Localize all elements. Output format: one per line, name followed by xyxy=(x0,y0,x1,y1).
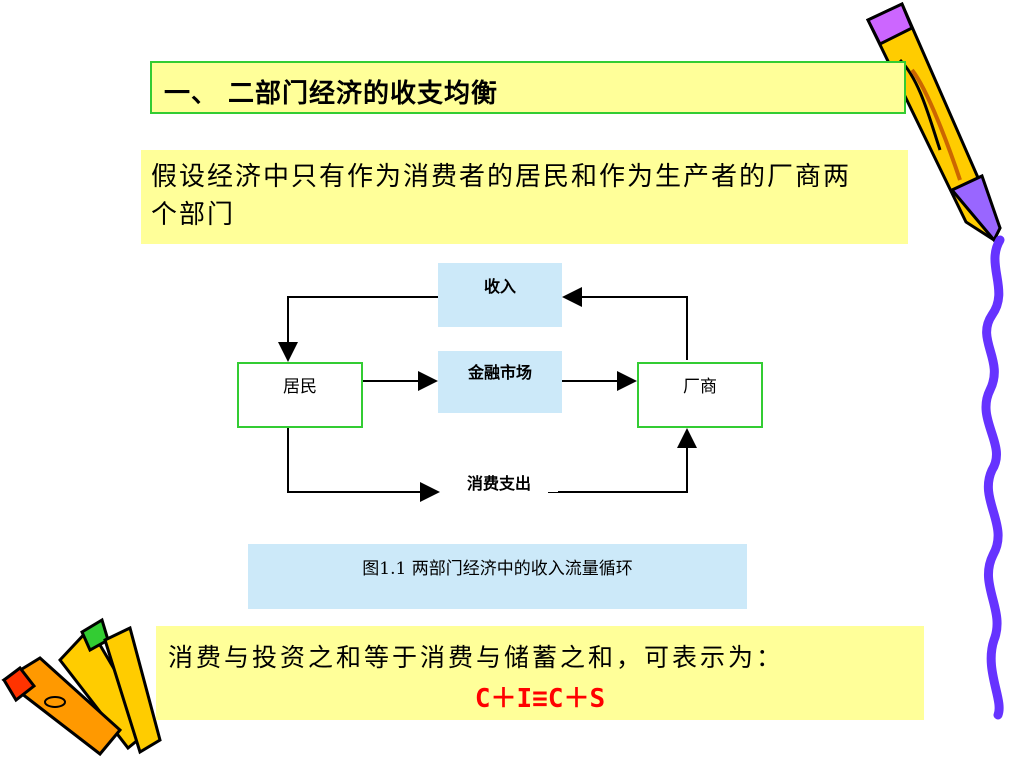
crayons-icon xyxy=(1,617,162,757)
assumption-box: 假设经济中只有作为消费者的居民和作为生产者的厂商两个部门 xyxy=(141,150,908,244)
section-title-box: 一、 二部门经济的收支均衡 xyxy=(150,61,906,114)
figure-caption-box: 图1.1 两部门经济中的收入流量循环 xyxy=(248,544,747,609)
figure-caption: 图1.1 两部门经济中的收入流量循环 xyxy=(362,559,633,579)
arrow-spending-to-firm xyxy=(548,428,697,493)
arrow-income-to-label xyxy=(562,287,688,360)
consumption-spending-label: 消费支出 xyxy=(440,466,558,493)
section-title: 一、 二部门经济的收支均衡 xyxy=(164,79,499,109)
assumption-text: 假设经济中只有作为消费者的居民和作为生产者的厂商两个部门 xyxy=(151,162,852,230)
resident-node: 居民 xyxy=(237,362,363,428)
arrow-income-to-resident xyxy=(278,296,438,362)
income-label: 收入 xyxy=(438,263,562,327)
conclusion-box: 消费与投资之和等于消费与储蓄之和，可表示为： C＋I≡C＋S xyxy=(156,626,924,720)
firm-node: 厂商 xyxy=(637,362,763,428)
flow-arrows xyxy=(278,287,697,502)
identity-formula: C＋I≡C＋S xyxy=(474,684,606,714)
arrow-spending-from-resident xyxy=(287,428,440,502)
squiggle-border xyxy=(981,235,1005,720)
conclusion-text: 消费与投资之和等于消费与储蓄之和，可表示为： xyxy=(168,643,785,672)
financial-market-label: 金融市场 xyxy=(438,351,562,413)
